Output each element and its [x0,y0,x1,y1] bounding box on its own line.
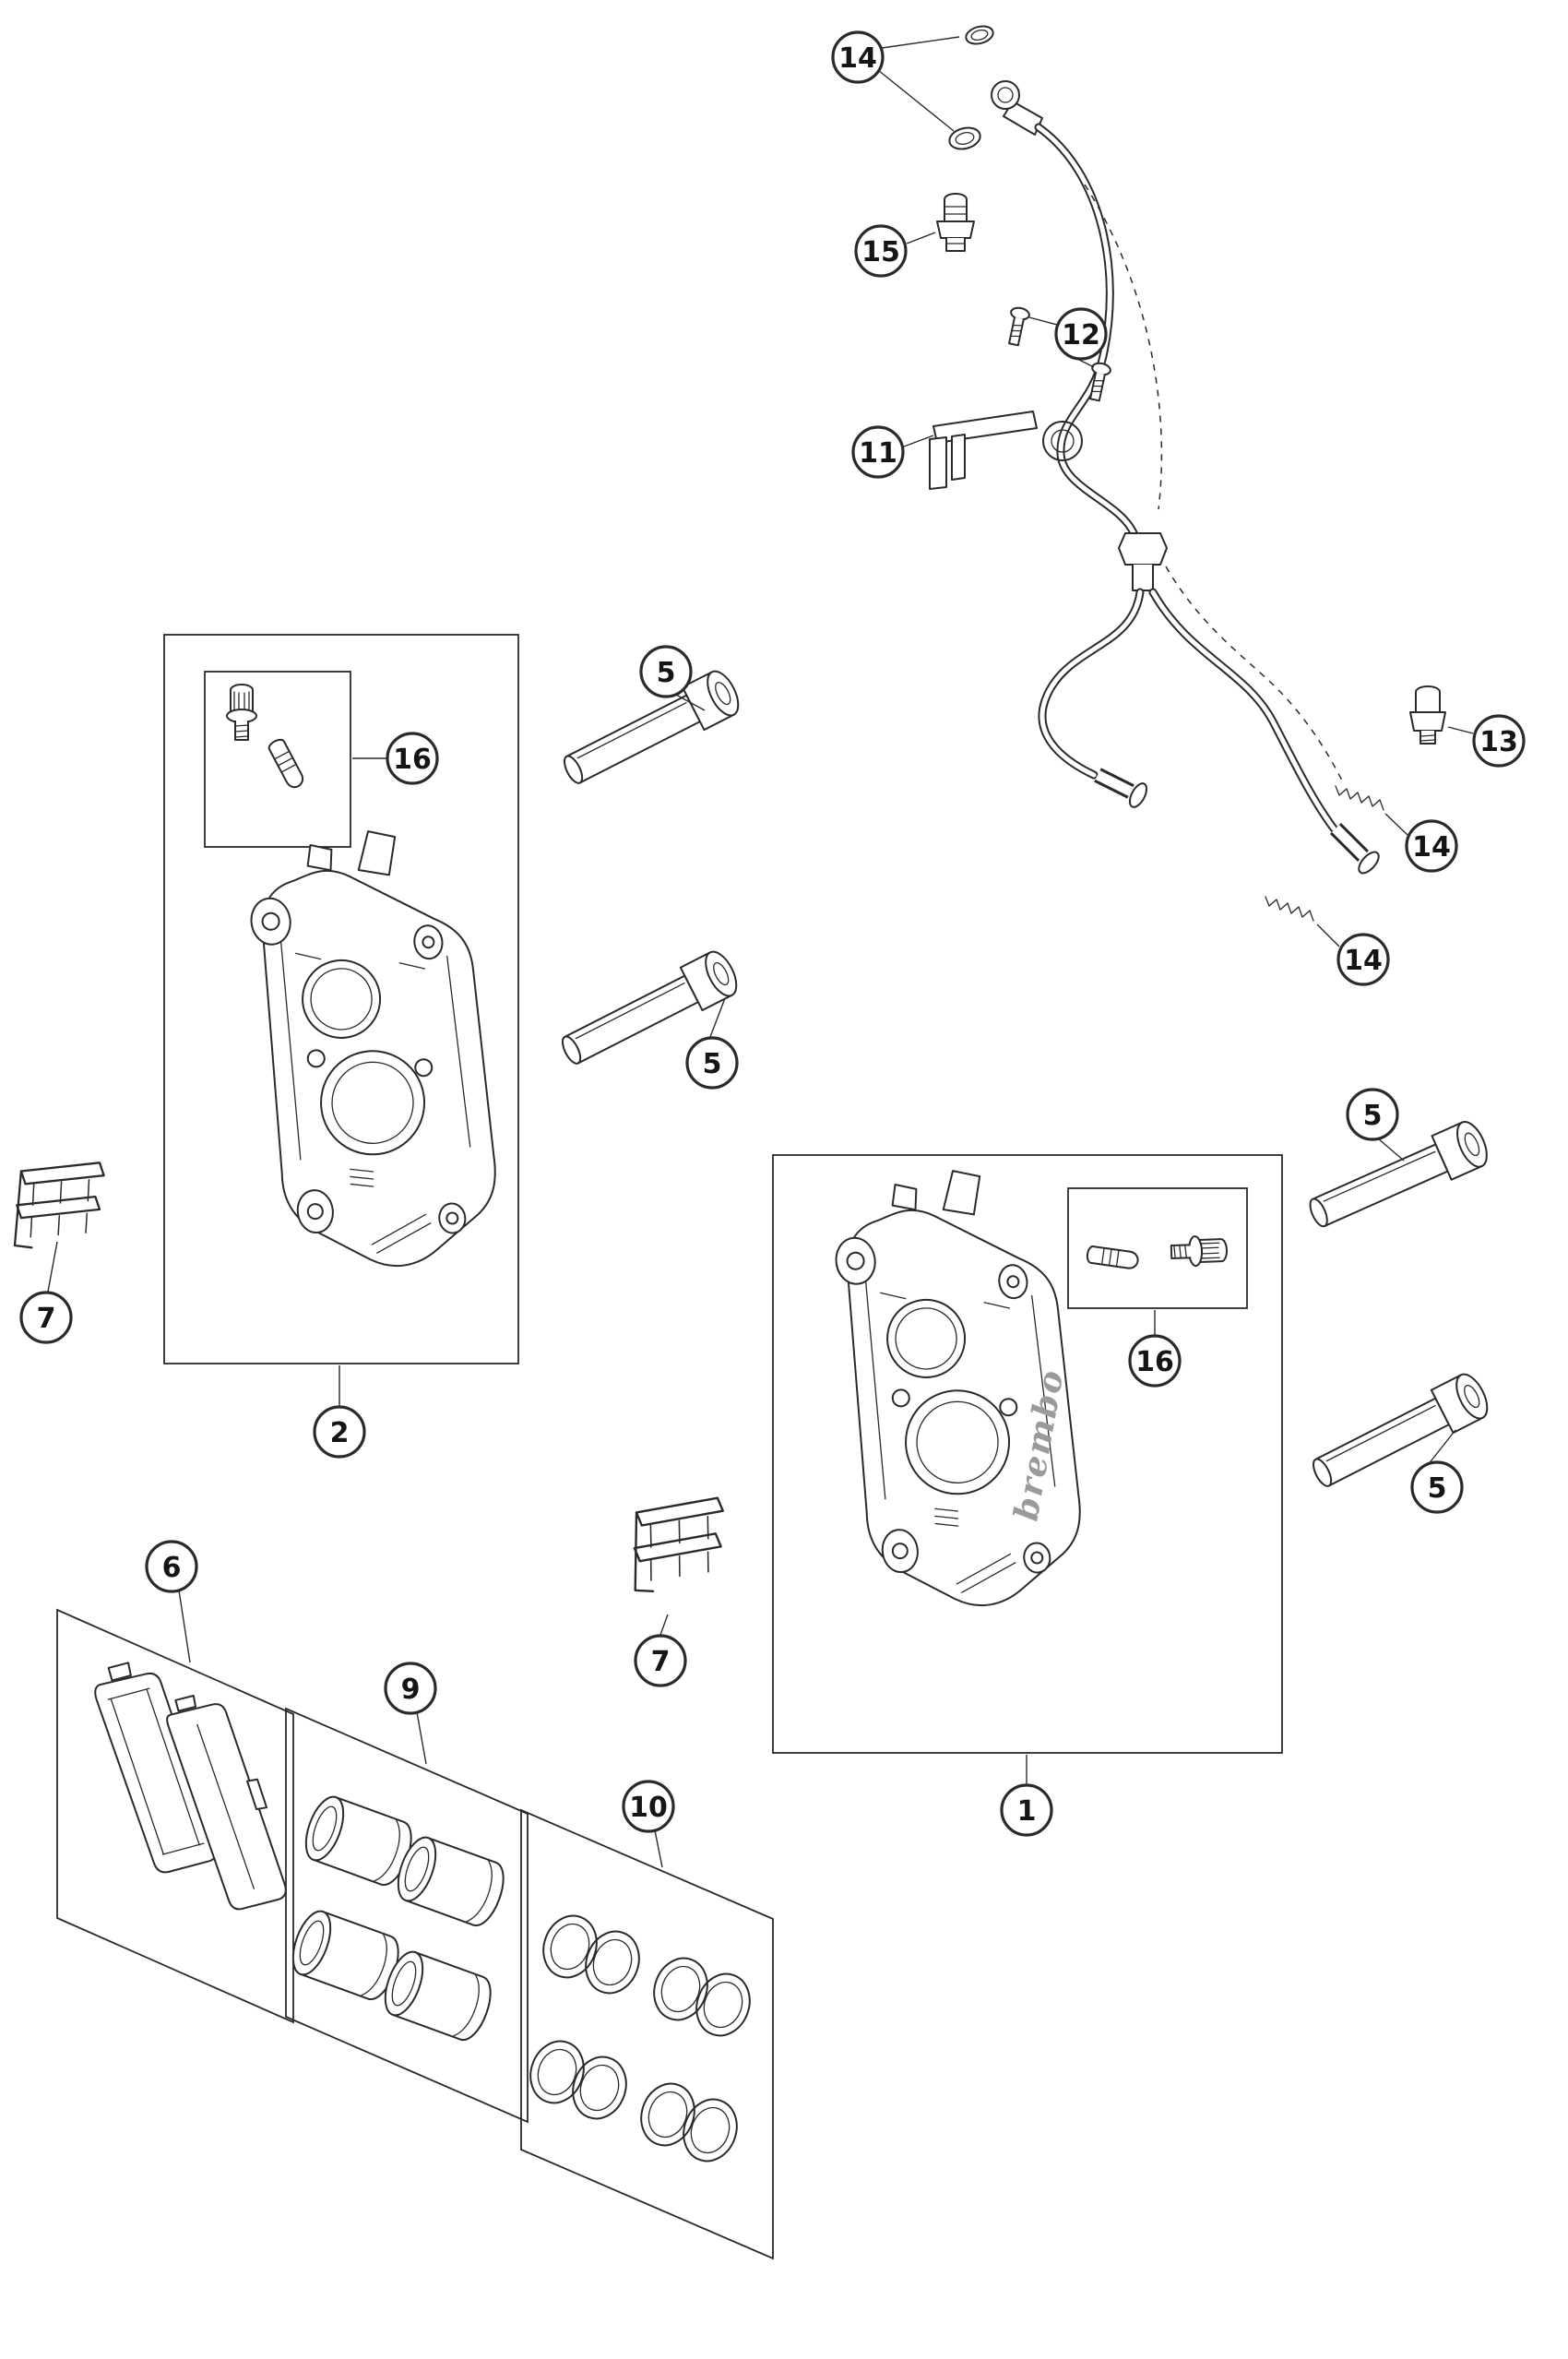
svg-text:9: 9 [401,1674,421,1706]
svg-text:12: 12 [1062,319,1100,351]
callout-10: 10 [622,1780,675,1833]
brake-hose-lower-left-inner [1039,590,1143,778]
svg-text:1: 1 [1017,1795,1037,1828]
hose-clamp-screw-1 [1004,305,1032,348]
callout-14-top: 14 [831,30,885,84]
brake-pad-1 [94,1662,219,1874]
callout-16-left: 16 [386,732,439,785]
callout-5-b: 5 [685,1036,739,1090]
svg-text:5: 5 [703,1048,722,1080]
callout-2: 2 [313,1405,366,1459]
callout-13: 13 [1472,714,1526,768]
group-box-pads [56,1608,294,2024]
spring-pin-lower [1265,896,1314,922]
grease-nipple-left [266,736,307,792]
hose-sheath-right-inner [1332,825,1367,860]
svg-text:7: 7 [37,1303,56,1335]
group-box-seals [520,1808,774,2260]
brake-hose-upper-inner [1036,125,1137,538]
callout-16-right: 16 [1128,1334,1182,1388]
clamp-leg-1 [929,436,947,490]
svg-text:14: 14 [1412,831,1451,864]
hose-routing-dash-1 [1084,184,1163,510]
callout-7-left: 7 [19,1291,73,1344]
svg-text:5: 5 [1363,1100,1383,1132]
callout-15: 15 [854,224,908,278]
callout-12: 12 [1054,307,1108,361]
svg-text:5: 5 [1428,1472,1447,1505]
callout-14-low: 14 [1336,933,1390,986]
svg-text:14: 14 [1344,945,1383,977]
group-box-caliper-left [163,634,519,1364]
bleed-screw-left [226,684,257,741]
callout-5-a: 5 [639,645,693,698]
spring-pin-upper [1335,785,1384,811]
svg-text:15: 15 [861,236,900,268]
callout-7-mid: 7 [634,1634,687,1687]
callout-1: 1 [1000,1783,1053,1837]
hose-fitting [1409,685,1446,745]
hose-connector-hex [1118,532,1168,566]
clamp-loop [1042,421,1083,461]
svg-text:16: 16 [1135,1346,1174,1378]
svg-text:13: 13 [1479,726,1518,758]
hose-routing-dash-2 [1165,566,1344,783]
svg-text:6: 6 [162,1552,182,1584]
pad-clip-mid [627,1496,730,1594]
brake-caliper-left [234,818,514,1281]
svg-text:5: 5 [657,657,676,689]
hose-connector-body [1132,565,1154,591]
grease-nipple-right [1085,1245,1140,1270]
brake-hose-assembly [948,25,1380,875]
brake-hose-lower-right-inner [1150,590,1336,831]
leader-lines [47,36,1474,1868]
hose-clamp-bracket [929,411,1083,490]
caliper-bolt-d [1304,1368,1495,1498]
group-box-caliper-right [772,1154,1283,1754]
bleed-screw-right [1170,1233,1229,1269]
brake-pad-2 [166,1694,287,1911]
banjo-eye [991,80,1020,110]
callout-5-c: 5 [1346,1088,1399,1141]
banjo-washer-bottom [948,126,981,150]
clamp-leg-2 [951,434,966,481]
callout-14-mid: 14 [1405,819,1458,873]
hose-end-left [1128,782,1148,808]
group-box-bleeder-right [1067,1187,1248,1309]
clamp-strip [932,411,1038,444]
callout-9: 9 [384,1662,437,1715]
hose-end-right [1358,851,1380,875]
clamp-loop-inner [1051,429,1075,453]
callout-5-d: 5 [1410,1460,1464,1514]
caliper-bolt-c [1301,1116,1494,1238]
group-box-bleeder-left [204,671,351,848]
svg-text:2: 2 [330,1417,350,1449]
svg-text:14: 14 [838,42,877,75]
svg-text:11: 11 [859,437,897,470]
svg-text:16: 16 [393,744,432,776]
callout-6: 6 [145,1540,198,1593]
svg-text:10: 10 [629,1792,668,1824]
banjo-eye-hole [997,87,1014,103]
hose-sheath-left-inner [1095,770,1134,796]
group-box-pistons [285,1707,529,2124]
banjo-bolt [936,193,975,252]
banjo-washer-top [965,25,994,45]
svg-text:7: 7 [651,1646,671,1678]
callout-11: 11 [851,425,905,479]
pad-clip-left [13,1162,105,1249]
banjo-eye-stem [1003,101,1043,136]
